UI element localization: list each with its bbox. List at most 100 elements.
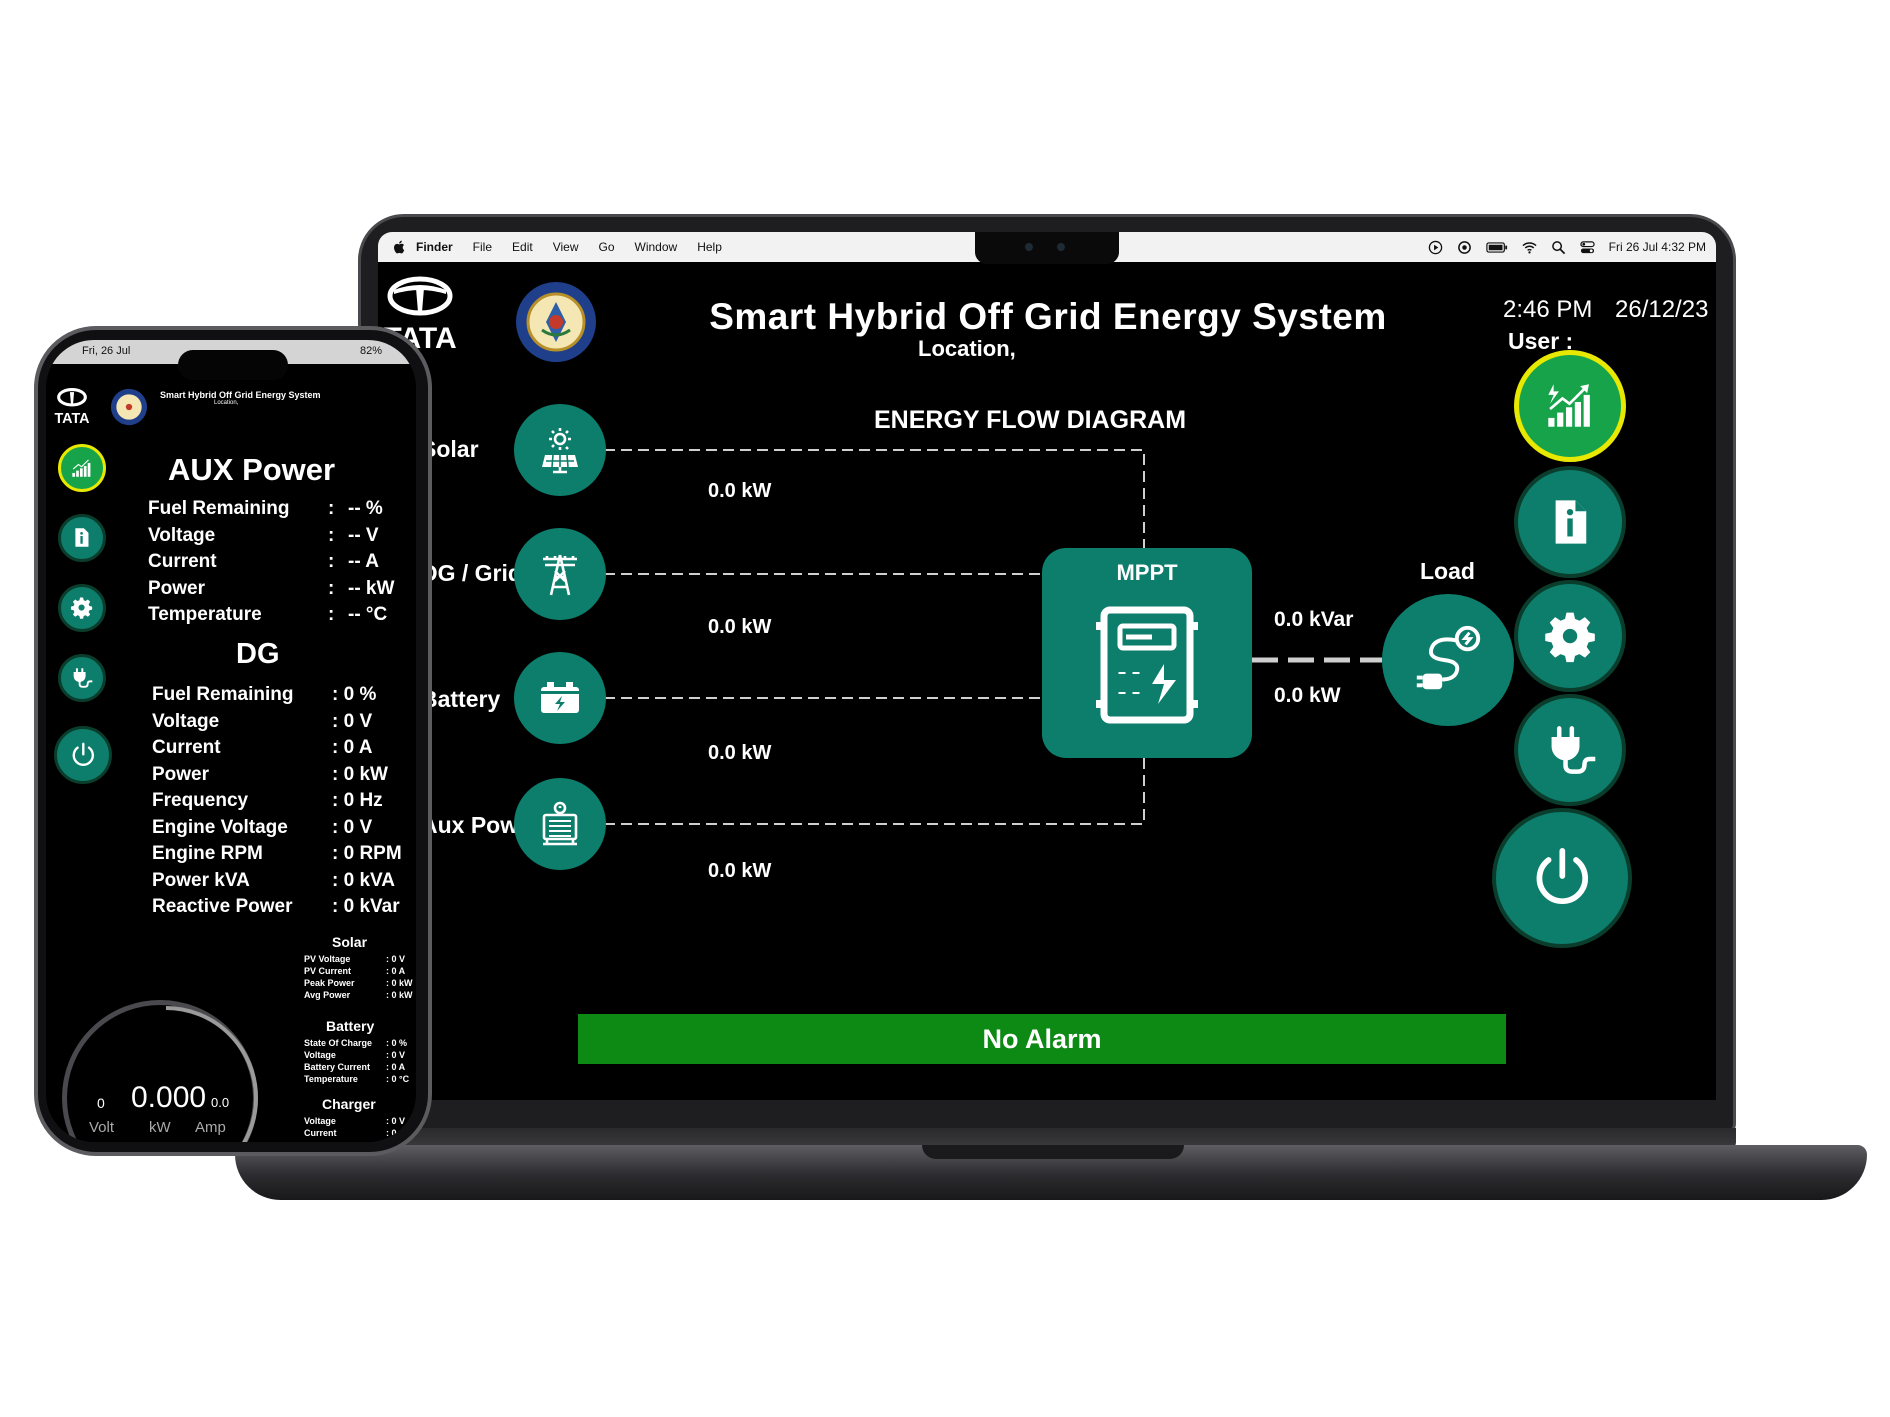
solar-source-button[interactable] bbox=[514, 404, 606, 496]
table-row: Reactive Power: 0 kVar bbox=[152, 896, 400, 918]
wifi-icon[interactable] bbox=[1522, 240, 1537, 255]
table-row: Peak Power: 0 kW bbox=[304, 978, 413, 988]
nav-power-off-button[interactable] bbox=[1492, 808, 1632, 948]
app-title: Smart Hybrid Off Grid Energy System bbox=[709, 296, 1387, 337]
gauge-amp-value: 0.0 bbox=[211, 1095, 230, 1110]
phone-solar-table: PV Voltage: 0 V PV Current: 0 A Peak Pow… bbox=[304, 954, 413, 1002]
phone-app-location: Location, bbox=[214, 400, 239, 406]
table-row: Frequency: 0 Hz bbox=[152, 790, 383, 812]
table-row: Engine Voltage: 0 V bbox=[152, 816, 373, 838]
load-kw: 0.0 kW bbox=[1274, 684, 1341, 707]
power-icon bbox=[72, 742, 94, 766]
app-date: 26/12/23 bbox=[1615, 296, 1709, 323]
menu-edit[interactable]: Edit bbox=[512, 240, 533, 254]
table-row: State Of Charge: 0 % bbox=[304, 1038, 408, 1048]
phone-dg-heading: DG bbox=[236, 638, 280, 670]
phone-screen: Fri, 26 Jul 82% TATA Smart Hybrid Off Gr… bbox=[46, 340, 416, 1142]
table-row: Temperature:-- °C bbox=[148, 604, 388, 626]
phone-charger-table: Voltage: 0 V Current: 0 bbox=[304, 1116, 405, 1140]
phone-dynamic-island bbox=[178, 350, 288, 380]
phone-dg-table: Fuel Remaining: 0 % Voltage: 0 V Current… bbox=[152, 682, 402, 921]
battery-label: Battery bbox=[421, 686, 501, 712]
table-row: PV Voltage: 0 V bbox=[304, 954, 406, 964]
alarm-status-bar: No Alarm bbox=[578, 1014, 1506, 1064]
table-row: Voltage: 0 V bbox=[304, 1050, 406, 1060]
search-icon[interactable] bbox=[1551, 240, 1566, 255]
phone-nav-info-button[interactable] bbox=[58, 514, 106, 562]
mppt-label: MPPT bbox=[1116, 560, 1178, 585]
phone-aux-table: Fuel Remaining:-- % Voltage:-- V Current… bbox=[148, 496, 394, 629]
table-row: Current:-- A bbox=[148, 551, 379, 573]
aux-power-source-button[interactable] bbox=[514, 778, 606, 870]
plug-load-icon bbox=[1416, 625, 1481, 690]
aux-power-power: 0.0 kW bbox=[708, 860, 772, 882]
gauge-kw-label: kW bbox=[149, 1119, 171, 1136]
menu-view[interactable]: View bbox=[552, 240, 579, 254]
play-circle-icon[interactable] bbox=[1428, 240, 1443, 255]
menu-file[interactable]: File bbox=[472, 240, 493, 254]
load-label: Load bbox=[1420, 558, 1475, 584]
dg-grid-power: 0.0 kW bbox=[708, 616, 772, 638]
mppt-controller[interactable]: MPPT bbox=[1042, 548, 1252, 758]
nav-dashboard-button[interactable] bbox=[1514, 350, 1626, 462]
table-row: Power kVA: 0 kVA bbox=[152, 869, 396, 891]
phone-app-title: Smart Hybrid Off Grid Energy System bbox=[160, 390, 321, 400]
battery-source-button[interactable] bbox=[514, 652, 606, 744]
camera-notch bbox=[975, 232, 1119, 264]
plug-icon bbox=[1551, 726, 1596, 774]
menubar-datetime[interactable]: Fri 26 Jul 4:32 PM bbox=[1608, 240, 1706, 254]
gear-icon bbox=[1545, 612, 1595, 663]
menu-finder[interactable]: Finder bbox=[416, 240, 453, 254]
phone-nav-dashboard-button[interactable] bbox=[58, 444, 106, 492]
gauge-arc bbox=[165, 1006, 258, 1142]
table-row: Engine RPM: 0 RPM bbox=[152, 843, 402, 865]
laptop-screen: Finder File Edit View Go Window Help Fri… bbox=[378, 232, 1716, 1100]
battery-power: 0.0 kW bbox=[708, 742, 772, 764]
table-row: Current: 0 bbox=[304, 1128, 397, 1138]
energy-chart-icon bbox=[72, 459, 91, 478]
table-row: Temperature: 0 °C bbox=[304, 1074, 410, 1084]
app-time: 2:46 PM bbox=[1503, 296, 1593, 323]
table-row: Voltage:-- V bbox=[148, 524, 379, 546]
solar-power: 0.0 kW bbox=[708, 480, 772, 502]
battery-status-icon[interactable] bbox=[1485, 240, 1508, 255]
phone-status-battery: 82% bbox=[359, 345, 382, 357]
apple-icon[interactable] bbox=[392, 240, 406, 254]
table-row: PV Current: 0 A bbox=[304, 966, 406, 976]
gear-icon bbox=[71, 597, 93, 620]
menu-help[interactable]: Help bbox=[697, 240, 722, 254]
phone-status-date: Fri, 26 Jul bbox=[82, 345, 131, 357]
gauge-volt-label: Volt bbox=[89, 1119, 115, 1136]
nav-info-button[interactable] bbox=[1514, 466, 1626, 578]
phone-nav-power-button[interactable] bbox=[54, 726, 112, 784]
gauge-amp-label: Amp bbox=[195, 1119, 226, 1136]
phone-charger-heading: Charger bbox=[322, 1096, 376, 1112]
table-row: Voltage: 0 V bbox=[152, 710, 373, 732]
nav-power-plug-button[interactable] bbox=[1514, 694, 1626, 806]
table-row: Fuel Remaining: 0 % bbox=[152, 684, 377, 706]
phone-power-gauge: 0 0.000 0.0 Volt kW Amp bbox=[62, 1000, 258, 1142]
phone-aux-heading: AUX Power bbox=[168, 452, 336, 487]
menu-window[interactable]: Window bbox=[634, 240, 678, 254]
menubar-status-area: Fri 26 Jul 4:32 PM bbox=[1428, 232, 1706, 262]
laptop-trackpad-notch bbox=[922, 1145, 1184, 1159]
focus-icon[interactable] bbox=[1457, 240, 1472, 255]
power-icon bbox=[1536, 847, 1588, 904]
nav-settings-button[interactable] bbox=[1514, 580, 1626, 692]
generator-icon bbox=[542, 801, 578, 846]
load-button[interactable] bbox=[1382, 594, 1514, 726]
menu-go[interactable]: Go bbox=[598, 240, 615, 254]
plug-icon bbox=[74, 668, 93, 689]
info-document-icon bbox=[75, 528, 89, 548]
solar-panel-icon bbox=[542, 428, 578, 474]
phone-nav-plug-button[interactable] bbox=[58, 654, 106, 702]
svg-text:TATA: TATA bbox=[54, 411, 89, 426]
dg-grid-source-button[interactable] bbox=[514, 528, 606, 620]
phone-nav-settings-button[interactable] bbox=[58, 584, 106, 632]
control-center-icon[interactable] bbox=[1579, 240, 1595, 255]
table-row: Fuel Remaining:-- % bbox=[148, 498, 383, 520]
table-row: Current: 0 A bbox=[152, 737, 373, 759]
phone-battery-table: State Of Charge: 0 % Voltage: 0 V Batter… bbox=[304, 1038, 409, 1086]
laptop-hinge bbox=[358, 1128, 1736, 1150]
